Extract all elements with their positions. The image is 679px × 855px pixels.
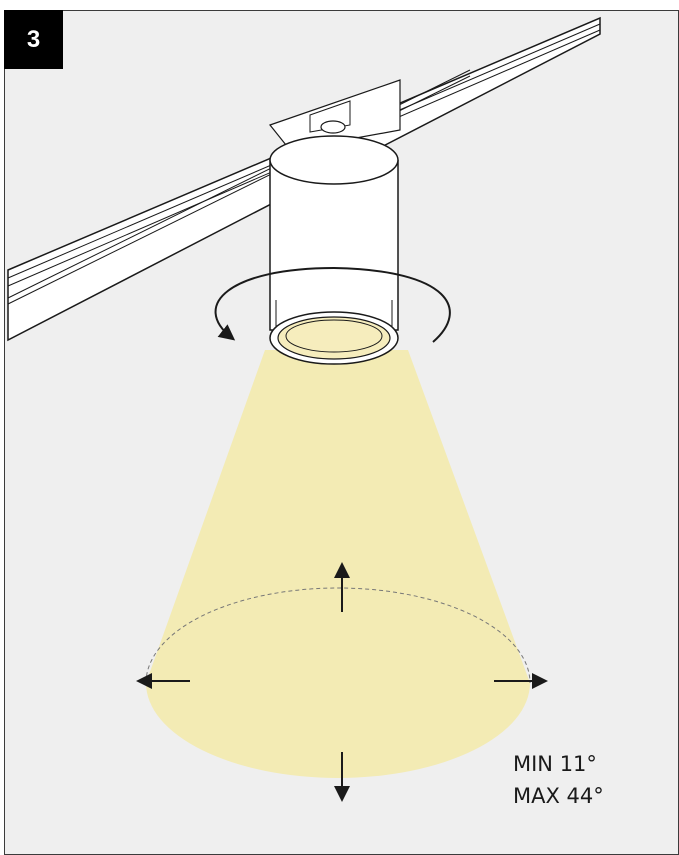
spotlight-body xyxy=(269,120,399,365)
beam-angle-max: MAX 44° xyxy=(513,784,604,808)
rotation-arrow-icon xyxy=(214,266,451,343)
beam-angle-specs: MIN 11° MAX 44° xyxy=(513,748,604,812)
lens-glow xyxy=(277,316,391,360)
beam-edge-dashed xyxy=(145,587,531,684)
light-beam xyxy=(145,350,531,778)
beam-adjust-arrows xyxy=(136,562,548,802)
step-number-badge: 3 xyxy=(4,10,63,69)
beam-angle-min: MIN 11° xyxy=(513,752,597,776)
